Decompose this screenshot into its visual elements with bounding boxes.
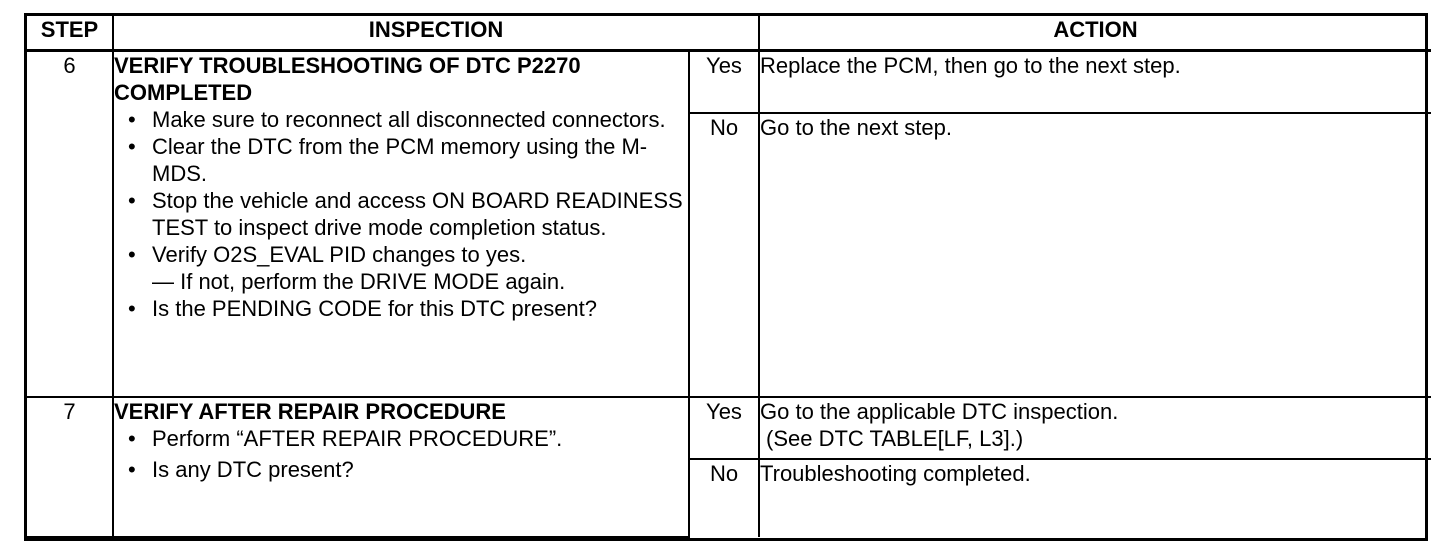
list-item: Stop the vehicle and access ON BOARD REA… bbox=[114, 187, 688, 241]
diagnostic-table: STEP INSPECTION ACTION 6 VERIFY TROUBLES… bbox=[24, 13, 1431, 541]
header-action: ACTION bbox=[758, 16, 1431, 52]
yes-label: Yes bbox=[688, 49, 760, 114]
table-row: 7 VERIFY AFTER REPAIR PROCEDURE Perform … bbox=[27, 395, 1431, 538]
no-label: No bbox=[689, 111, 760, 398]
list-item: Is the PENDING CODE for this DTC present… bbox=[114, 295, 688, 322]
header-inspection: INSPECTION bbox=[112, 16, 760, 52]
table-row: No Go to the next step. bbox=[27, 111, 1431, 398]
list-item: Perform “AFTER REPAIR PROCEDURE”. bbox=[114, 425, 688, 452]
inspection-cell: VERIFY AFTER REPAIR PROCEDURE Perform “A… bbox=[112, 395, 690, 538]
inspection-title-line1: VERIFY TROUBLESHOOTING OF DTC P2270 bbox=[114, 53, 581, 78]
list-item: Clear the DTC from the PCM memory using … bbox=[114, 133, 688, 187]
header-row: STEP INSPECTION ACTION bbox=[27, 16, 1431, 52]
step-number: 7 bbox=[27, 395, 114, 538]
list-item: Make sure to reconnect all disconnected … bbox=[114, 106, 688, 133]
inspection-title-line2: COMPLETED bbox=[114, 80, 253, 105]
sub-note: — If not, perform the DRIVE MODE again. bbox=[152, 269, 566, 294]
list-item: Verify O2S_EVAL PID changes to yes. — If… bbox=[114, 241, 688, 295]
yes-action: Go to the applicable DTC inspection. (Se… bbox=[758, 395, 1431, 460]
no-label: No bbox=[689, 457, 760, 537]
yes-label: Yes bbox=[688, 395, 760, 460]
inspection-cell: VERIFY TROUBLESHOOTING OF DTC P2270 COMP… bbox=[112, 49, 690, 398]
inspection-title: VERIFY TROUBLESHOOTING OF DTC P2270 COMP… bbox=[114, 52, 688, 106]
inspection-bullets: Perform “AFTER REPAIR PROCEDURE”. Is any… bbox=[114, 425, 688, 483]
inspection-title: VERIFY AFTER REPAIR PROCEDURE bbox=[114, 398, 506, 424]
diagnostic-table-grid: STEP INSPECTION ACTION 6 VERIFY TROUBLES… bbox=[27, 16, 1431, 538]
no-action: Go to the next step. bbox=[758, 111, 1431, 398]
no-action: Troubleshooting completed. bbox=[758, 457, 1431, 537]
yes-action: Replace the PCM, then go to the next ste… bbox=[758, 49, 1431, 114]
inspection-bullets: Make sure to reconnect all disconnected … bbox=[114, 106, 688, 322]
table-row: 6 VERIFY TROUBLESHOOTING OF DTC P2270 CO… bbox=[27, 49, 1431, 398]
list-item-text: Verify O2S_EVAL PID changes to yes. bbox=[152, 242, 527, 267]
yes-action-line1: Go to the applicable DTC inspection. bbox=[760, 398, 1119, 424]
list-item: Is any DTC present? bbox=[114, 456, 688, 483]
yes-action-line2: (See DTC TABLE[LF, L3].) bbox=[766, 425, 1024, 451]
header-step: STEP bbox=[27, 16, 114, 52]
table-row: No Troubleshooting completed. bbox=[27, 457, 1431, 537]
step-number: 6 bbox=[27, 49, 114, 398]
